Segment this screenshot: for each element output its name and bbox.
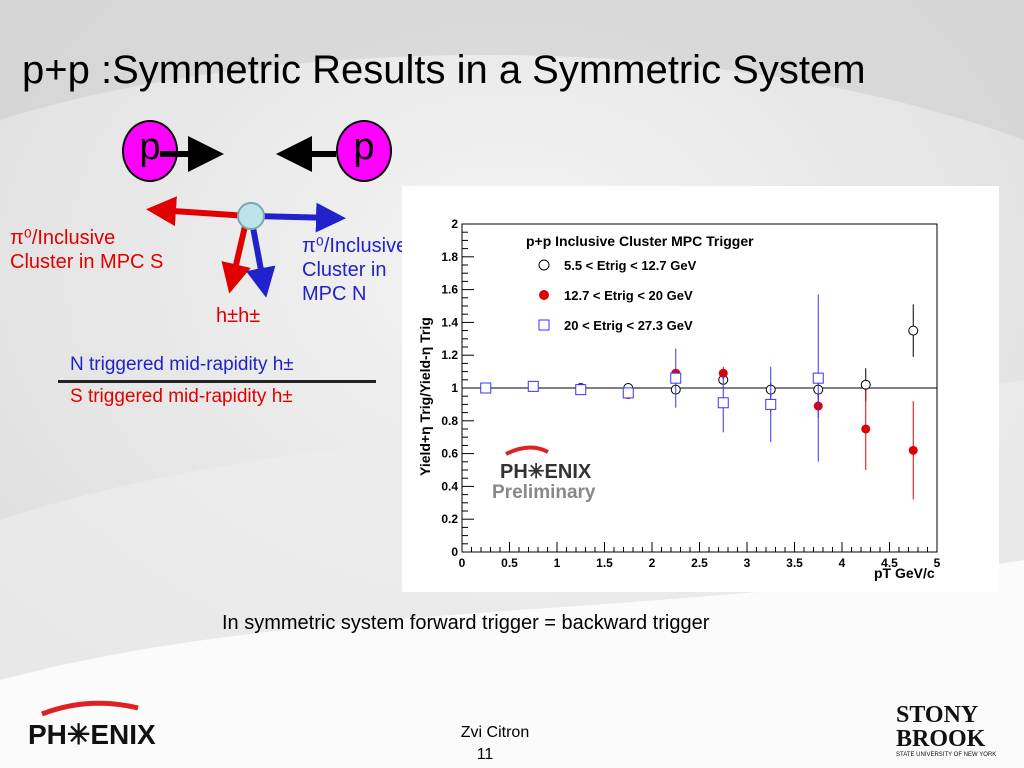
preliminary-label: Preliminary bbox=[492, 482, 596, 503]
jet-south bbox=[146, 196, 249, 227]
hadron-blue bbox=[245, 221, 276, 298]
collision-diagram bbox=[146, 136, 346, 298]
jet-north bbox=[251, 202, 346, 233]
data-point bbox=[812, 372, 824, 384]
x-tick-label: 4.5 bbox=[881, 556, 898, 570]
legend-label: 20 < Etrig < 27.3 GeV bbox=[564, 318, 693, 333]
slide-caption: In symmetric system forward trigger = ba… bbox=[222, 612, 710, 634]
phenix-footer-logo: PH✳ENIX bbox=[28, 700, 156, 750]
y-tick-label: 1.8 bbox=[441, 250, 458, 264]
plot-axes: 0 0.5 1 1.5 2 2.5 3 3.5 4 4.5 5 0 0.2 0.4 0.6 0.8 1 1.2 1.… bbox=[441, 217, 940, 570]
ratio-denominator: S triggered mid-rapidity h± bbox=[70, 386, 293, 407]
x-tick-label: 1 bbox=[554, 556, 561, 570]
x-tick-label: 0.5 bbox=[501, 556, 518, 570]
chart-title: p+p Inclusive Cluster MPC Trigger bbox=[526, 233, 754, 249]
x-tick-label: 2 bbox=[649, 556, 656, 570]
legend-marker bbox=[539, 290, 549, 300]
plot-panel: 0 0.5 1 1.5 2 2.5 3 3.5 4 4.5 5 0 0.2 0.4 0.6 0.8 1 1.2 1.… bbox=[402, 186, 999, 592]
north-cluster-label: π⁰/Inclusive Cluster in MPC N bbox=[302, 235, 408, 305]
phenix-swoosh bbox=[505, 445, 549, 456]
x-axis-label: pT GeV/c bbox=[874, 565, 935, 581]
y-tick-label: 0.2 bbox=[441, 512, 458, 526]
legend: 5.5 < Etrig < 12.7 GeV 12.7 < Etrig < 20 … bbox=[538, 258, 697, 333]
legend-label: 5.5 < Etrig < 12.7 GeV bbox=[564, 258, 697, 273]
phenix-plot-logo: PH✳ENIX bbox=[500, 461, 592, 483]
svg-text:STATE UNIVERSITY OF NEW YORK: STATE UNIVERSITY OF NEW YORK bbox=[896, 752, 996, 758]
x-tick-label: 0 bbox=[459, 556, 466, 570]
data-point bbox=[717, 397, 729, 409]
x-tick-label: 3.5 bbox=[786, 556, 803, 570]
ratio-divider bbox=[58, 380, 376, 383]
data-point bbox=[908, 325, 919, 336]
y-tick-label: 1 bbox=[451, 381, 458, 395]
y-tick-label: 1.6 bbox=[441, 283, 458, 297]
y-tick-label: 1.4 bbox=[441, 315, 458, 329]
data-point bbox=[480, 382, 492, 394]
y-tick-label: 0 bbox=[451, 545, 458, 559]
legend-marker bbox=[538, 259, 550, 271]
page-number: 11 bbox=[476, 746, 494, 763]
collision-vertex bbox=[237, 202, 265, 230]
hadron-label: h±h± bbox=[216, 305, 261, 327]
data-point bbox=[860, 379, 871, 390]
stony-brook-logo: STONY BROOK STATE UNIVERSITY OF NEW YORK bbox=[896, 702, 996, 758]
y-tick-label: 0.4 bbox=[441, 479, 458, 493]
data-point bbox=[575, 384, 587, 396]
data-point bbox=[718, 368, 728, 378]
svg-text:STONY: STONY bbox=[896, 702, 978, 728]
footer-author: Zvi Citron bbox=[460, 724, 530, 741]
data-point bbox=[670, 372, 682, 384]
y-tick-label: 0.6 bbox=[441, 447, 458, 461]
proton-right: p bbox=[336, 120, 392, 182]
data-point bbox=[765, 398, 777, 410]
ratio-plot: 0 0.5 1 1.5 2 2.5 3 3.5 4 4.5 5 0 0.2 0.4 0.6 0.8 1 1.2 1.… bbox=[417, 217, 941, 581]
x-tick-label: 5 bbox=[934, 556, 941, 570]
y-tick-label: 1.2 bbox=[441, 348, 458, 362]
y-tick-label: 2 bbox=[451, 217, 458, 231]
svg-text:PH✳ENIX: PH✳ENIX bbox=[28, 719, 156, 750]
ratio-numerator: N triggered mid-rapidity h± bbox=[70, 354, 294, 375]
data-point bbox=[622, 387, 634, 399]
slide-title: p+p :Symmetric Results in a Symmetric Sy… bbox=[22, 48, 866, 92]
x-tick-label: 3 bbox=[744, 556, 751, 570]
x-tick-label: 2.5 bbox=[691, 556, 708, 570]
hadron-red bbox=[221, 221, 251, 294]
svg-text:BROOK: BROOK bbox=[896, 726, 986, 752]
y-tick-label: 0.8 bbox=[441, 414, 458, 428]
legend-marker bbox=[538, 319, 550, 331]
x-tick-label: 1.5 bbox=[596, 556, 613, 570]
data-point bbox=[527, 380, 539, 392]
x-tick-label: 4 bbox=[839, 556, 846, 570]
plot-marks bbox=[480, 294, 919, 500]
data-point bbox=[861, 424, 871, 434]
legend-label: 12.7 < Etrig < 20 GeV bbox=[564, 288, 693, 303]
data-point bbox=[908, 445, 918, 455]
y-axis-label: Yield+η Trig/Yield-η Trig bbox=[417, 317, 433, 476]
south-cluster-label: π⁰/Inclusive Cluster in MPC S bbox=[10, 227, 164, 273]
